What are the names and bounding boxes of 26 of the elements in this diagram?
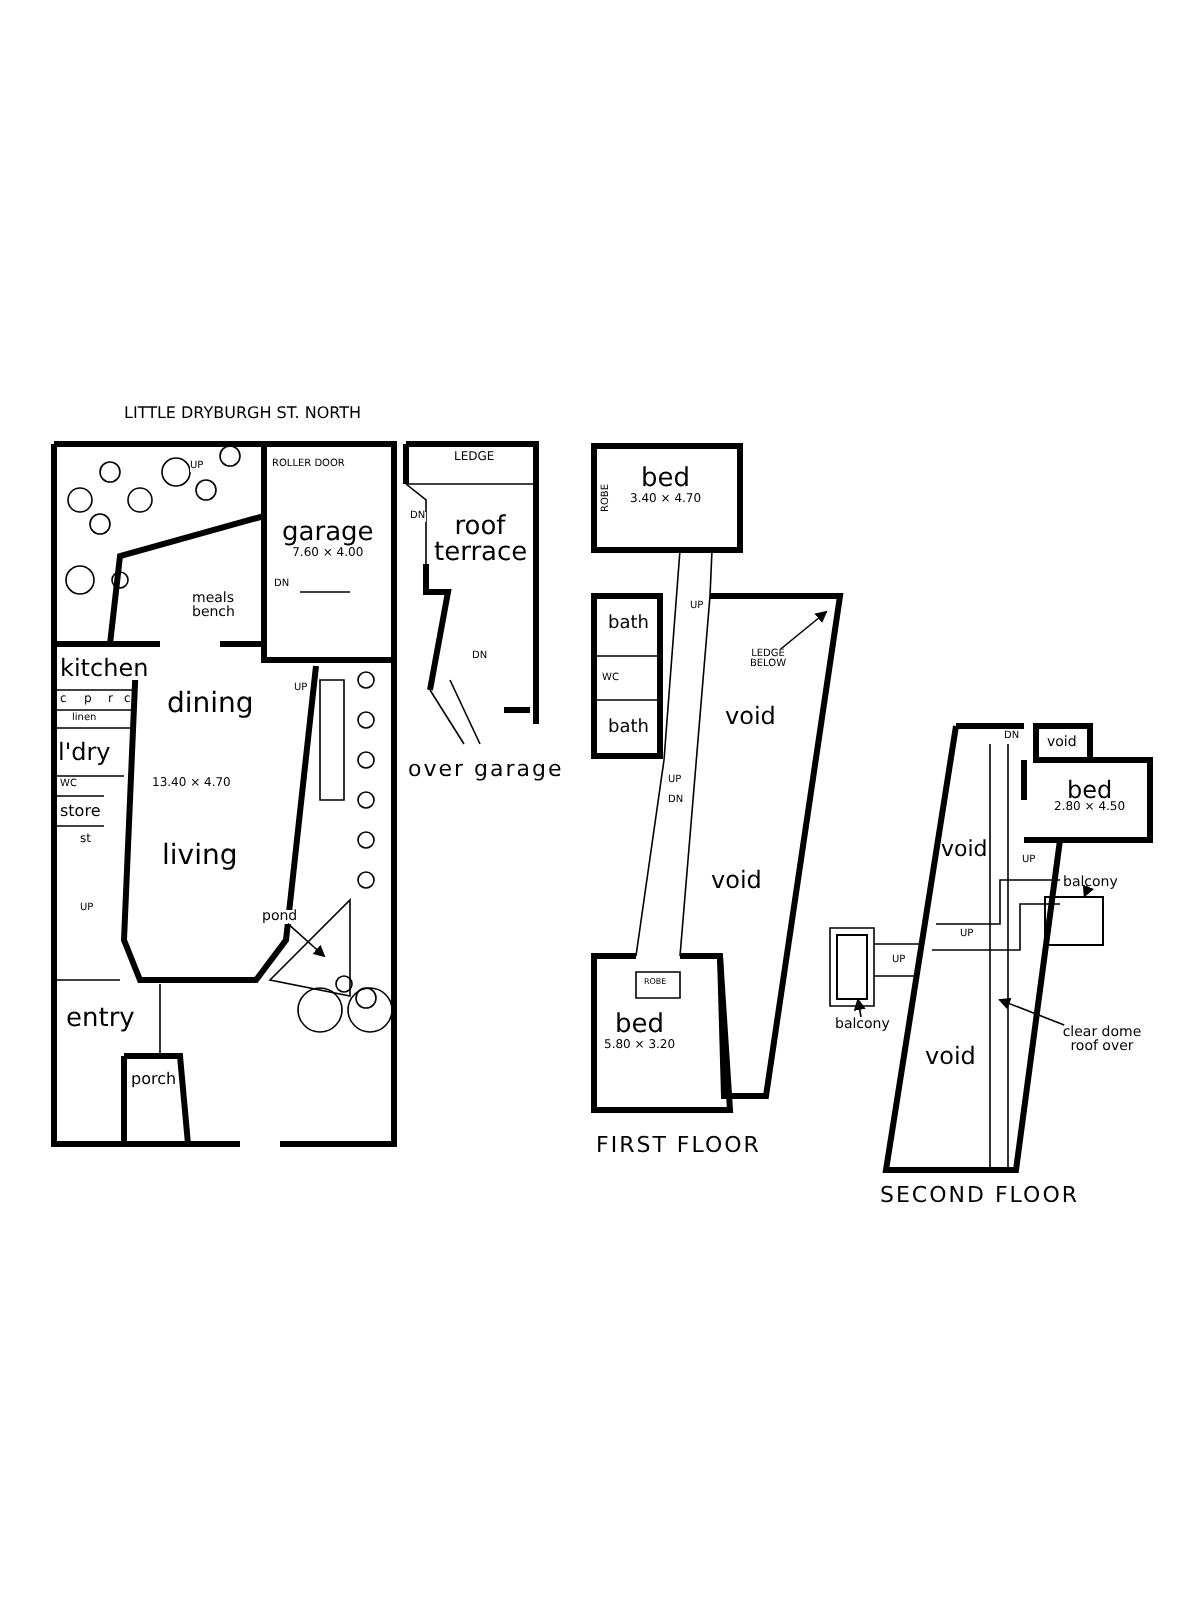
room-name: void [725,703,776,729]
leader-line [998,998,1065,1026]
leader-line [1082,884,1094,898]
leader-line [287,922,326,958]
room-name: l'dry [58,739,111,765]
plan-title: over garage [408,756,564,782]
leader-line [853,998,866,1018]
balcony-outline [836,934,868,1000]
room-name: living [162,841,238,871]
room-name: porch [131,1072,177,1089]
room-name: bath [608,719,649,738]
room-name: kitchen [60,655,149,681]
room-name: entry [66,1006,135,1034]
leader-line [780,610,828,650]
room-name: dining [167,689,254,719]
room-name: void [941,838,988,862]
plan-title: FIRST FLOOR [596,1132,761,1158]
plan-title: SECOND FLOOR [880,1182,1079,1208]
room-name: void [711,867,762,893]
room-name: bath [608,615,649,634]
room-name: bed [1066,777,1113,803]
room-name: garage [282,520,374,548]
plan-label: LITTLE DRYBURGH ST. NORTH [124,406,362,422]
room-name: void [925,1043,976,1069]
balcony-outline [1044,896,1104,946]
room-name: store [60,804,101,821]
